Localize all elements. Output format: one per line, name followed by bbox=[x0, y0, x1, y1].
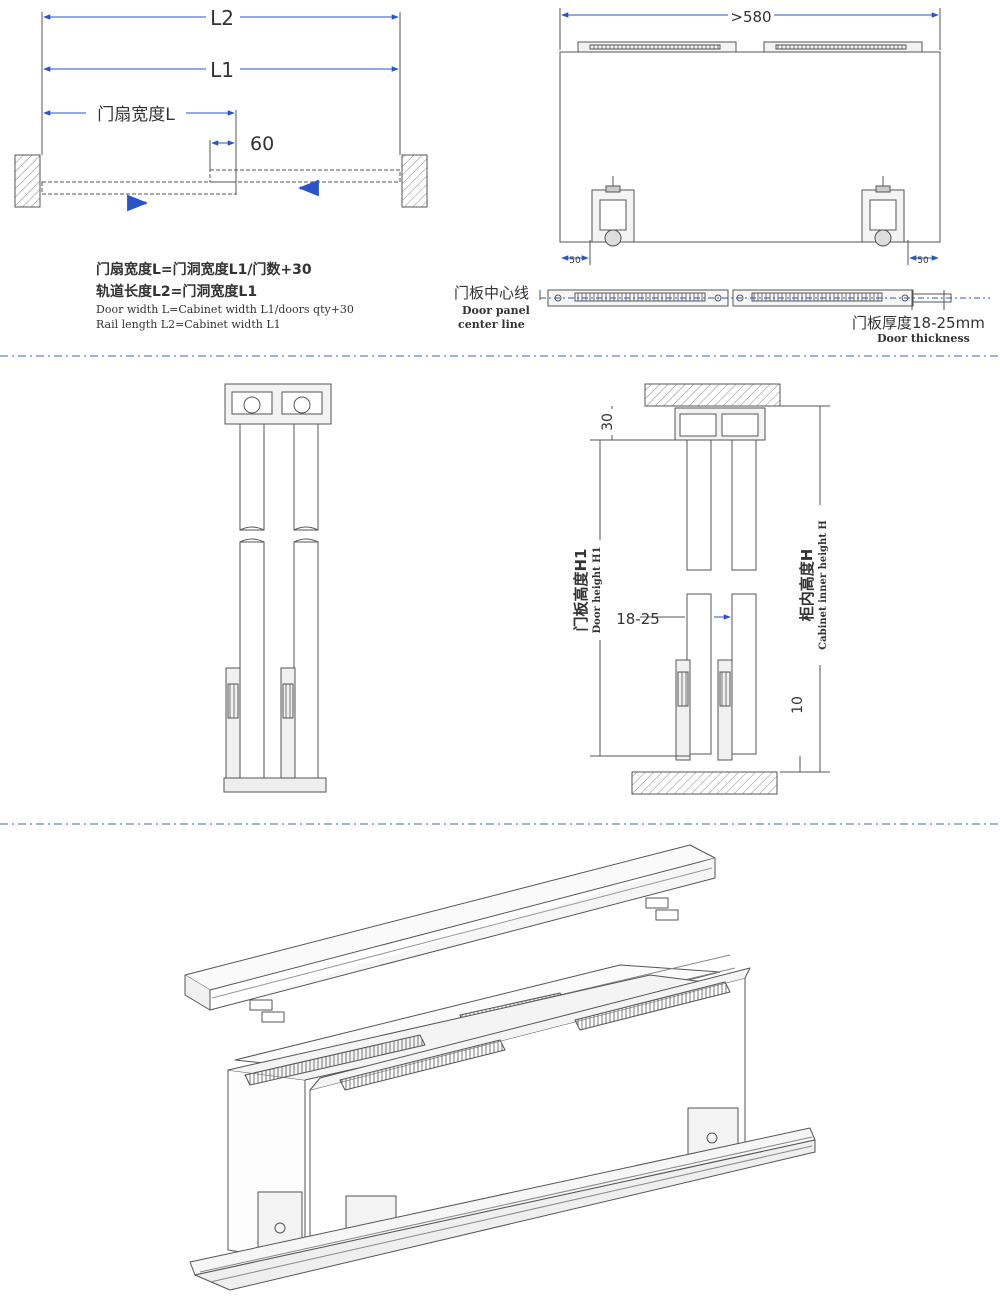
isometric-assembly bbox=[184, 844, 816, 1291]
formula-en-1: Door width L=Cabinet width L1/doors qty+… bbox=[96, 303, 354, 316]
dim-50-left: 50 bbox=[569, 256, 581, 266]
left-wall bbox=[14, 154, 41, 208]
roller-left bbox=[591, 176, 635, 247]
l2-label: L2 bbox=[210, 6, 234, 30]
center-line-cn: 门板中心线 bbox=[454, 284, 529, 302]
bracket-2 bbox=[249, 999, 273, 1011]
formula-cn-2: 轨道长度L2=门洞宽度L1 bbox=[96, 283, 257, 300]
front-elevation bbox=[559, 8, 941, 265]
thickness-en: Door thickness bbox=[877, 332, 970, 345]
dim-50-right: 50 bbox=[917, 256, 929, 266]
roller-iso-1 bbox=[257, 1191, 303, 1249]
bracket-1 bbox=[645, 897, 669, 909]
side-section-left bbox=[223, 383, 332, 793]
thickness-cn: 门板厚度18-25mm bbox=[852, 314, 985, 332]
width-580-label: >580 bbox=[730, 8, 771, 26]
center-line-en-2: center line bbox=[458, 318, 525, 331]
right-wall bbox=[401, 154, 428, 208]
formula-en-2: Rail length L2=Cabinet width L1 bbox=[96, 318, 281, 331]
door-width-label: 门扇宽度L bbox=[97, 105, 175, 125]
door-height-cn: 门板高度H1 bbox=[572, 549, 590, 632]
dim-30-label: 30 bbox=[600, 413, 616, 431]
l1-label: L1 bbox=[210, 58, 234, 82]
side-section-right bbox=[590, 383, 830, 795]
cabinet-height-cn: 柜内高度H bbox=[798, 549, 816, 623]
roller-right bbox=[861, 176, 905, 247]
formula-cn-1: 门扇宽度L=门洞宽度L1/门数+30 bbox=[96, 261, 312, 278]
door-height-en: Door height H1 bbox=[592, 547, 603, 634]
top-view-track bbox=[539, 289, 990, 310]
width-plan-diagram bbox=[14, 12, 428, 212]
range-18-25-label: 18-25 bbox=[616, 610, 660, 628]
center-line-en-1: Door panel bbox=[462, 304, 530, 317]
overlap-60-label: 60 bbox=[250, 133, 274, 155]
cabinet-height-en: Cabinet inner height H bbox=[818, 520, 829, 650]
dim-10-label: 10 bbox=[790, 696, 806, 714]
